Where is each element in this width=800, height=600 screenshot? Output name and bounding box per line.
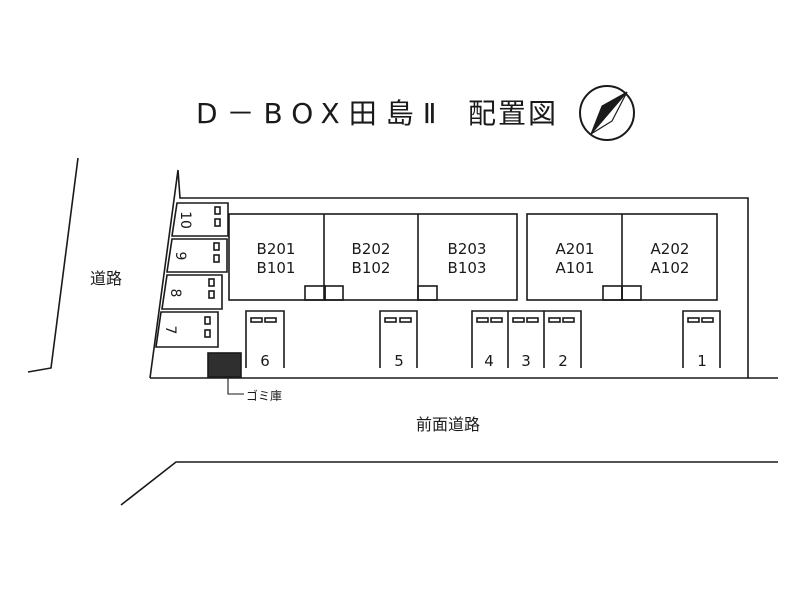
garbage-label: ゴミ庫: [246, 389, 283, 403]
parking-number: 6: [260, 352, 270, 370]
front-parking: [245, 310, 721, 368]
garbage-leader: [227, 377, 244, 395]
parking-number: 2: [558, 352, 568, 370]
garbage-shed: [207, 352, 242, 378]
property-boundary: [149, 169, 778, 379]
side-parking: [155, 202, 229, 348]
parking-number: 7: [162, 326, 178, 335]
parking-number: 10: [177, 211, 193, 229]
unit-5-upper: A202: [651, 240, 690, 258]
parking-number: 8: [167, 289, 183, 298]
page-title: D－BOX田島Ⅱ: [196, 97, 446, 130]
front-road-edge: [120, 461, 778, 506]
left-road-label: 道路: [90, 269, 123, 288]
unit-4-upper: A201: [556, 240, 595, 258]
unit-1-lower: B101: [257, 259, 296, 277]
unit-4-lower: A101: [556, 259, 595, 277]
front-road-label: 前面道路: [416, 415, 481, 434]
page-subtitle: 配置図: [468, 97, 559, 130]
building-b: [228, 213, 518, 301]
unit-2-upper: B202: [352, 240, 391, 258]
north-arrow-icon: [579, 85, 635, 141]
parking-number: 4: [484, 352, 494, 370]
parking-number: 3: [521, 352, 531, 370]
unit-2-lower: B102: [352, 259, 391, 277]
parking-number: 5: [394, 352, 404, 370]
building-a: [526, 213, 718, 301]
unit-3-upper: B203: [448, 240, 487, 258]
unit-5-lower: A102: [651, 259, 690, 277]
parking-number: 1: [697, 352, 707, 370]
unit-3-lower: B103: [448, 259, 487, 277]
unit-1-upper: B201: [257, 240, 296, 258]
left-road-edge: [27, 157, 79, 373]
parking-number: 9: [172, 252, 188, 261]
